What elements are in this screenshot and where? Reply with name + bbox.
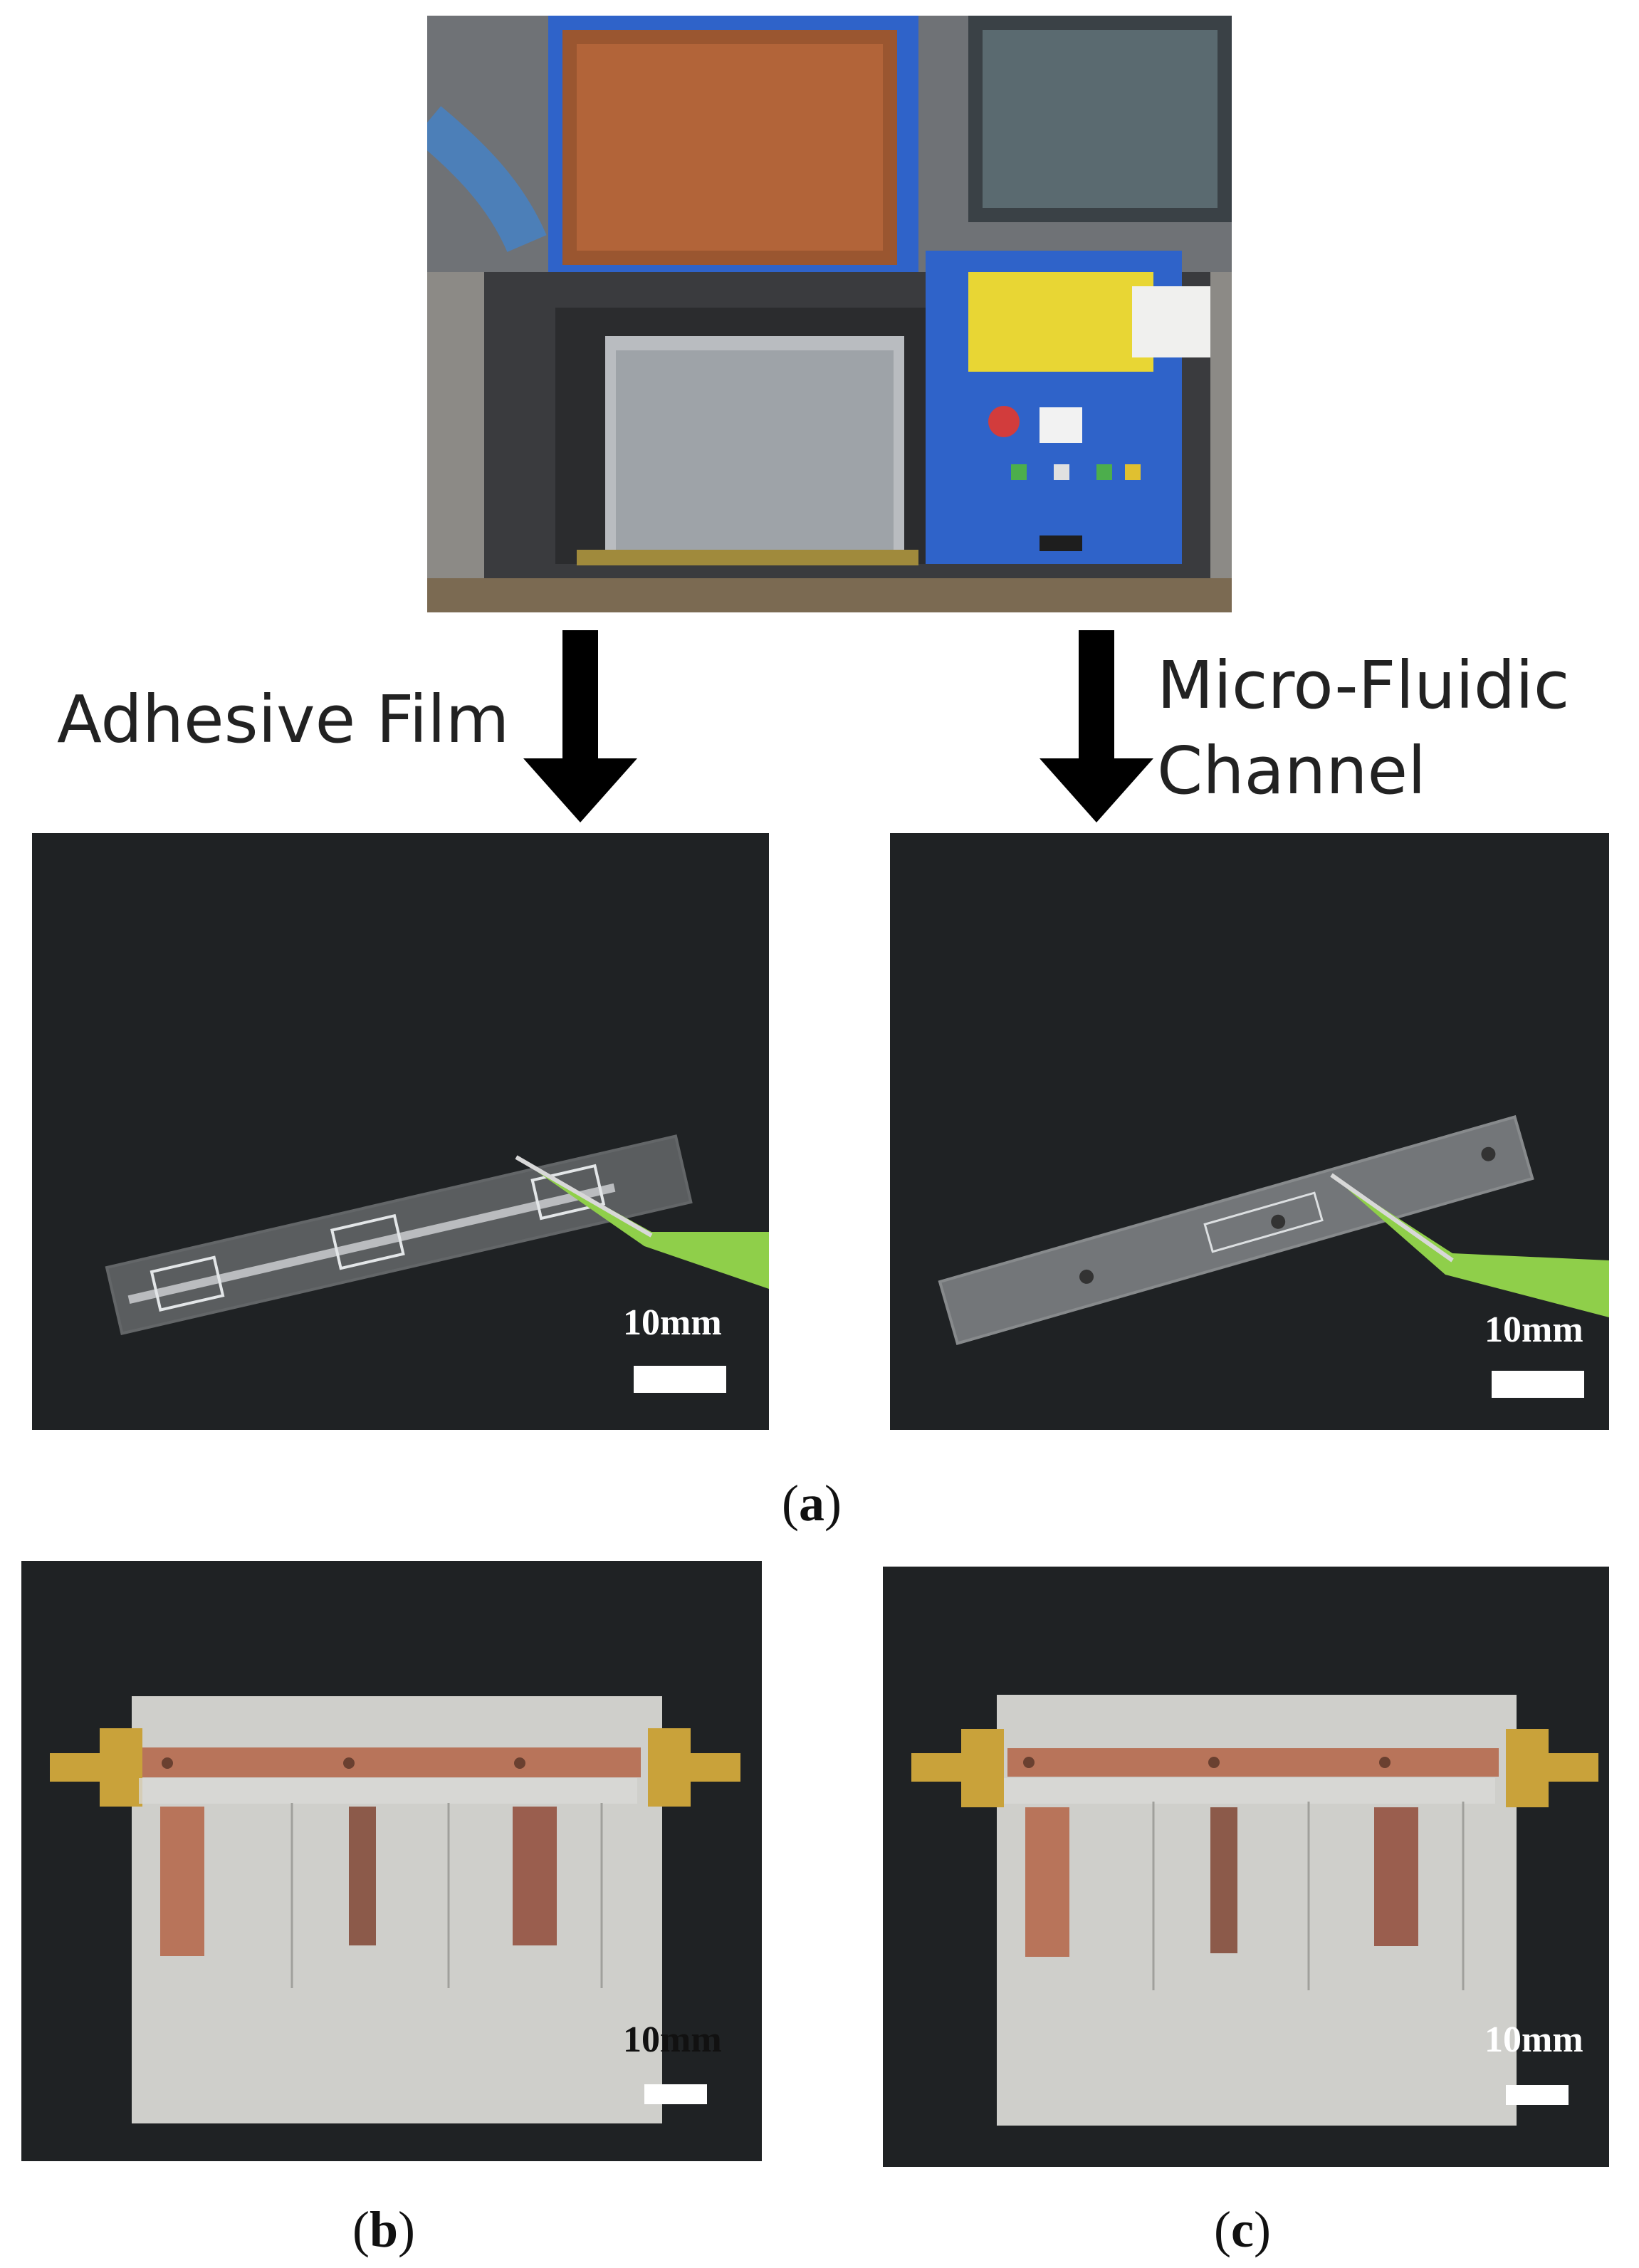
antenna-photo-c: 10mm bbox=[883, 1567, 1609, 2167]
scale-bar-c bbox=[1506, 2085, 1569, 2105]
caption-c-letter: c bbox=[1230, 2201, 1254, 2258]
caption-b-letter: b bbox=[369, 2201, 399, 2258]
laser-cutter-illustration bbox=[427, 16, 1232, 612]
caption-a-letter: a bbox=[798, 1475, 824, 1532]
adhesive-film-label: Adhesive Film bbox=[57, 681, 510, 758]
scale-bar-label-b: 10mm bbox=[623, 2019, 722, 2060]
caption-c: (c) bbox=[1214, 2201, 1271, 2258]
antenna-photo-b: 10mm bbox=[21, 1561, 762, 2161]
scale-bar-a-left bbox=[634, 1366, 726, 1393]
scale-bar-label-a-right: 10mm bbox=[1484, 1310, 1583, 1350]
antenna-illustration-c bbox=[911, 1695, 1598, 2126]
caption-b: (b) bbox=[352, 2201, 416, 2258]
scale-bar-b bbox=[644, 2084, 707, 2104]
caption-a: (a) bbox=[782, 1475, 842, 1532]
adhesive-film-illustration bbox=[105, 1134, 769, 1335]
scale-bar-label-c: 10mm bbox=[1484, 2019, 1583, 2060]
adhesive-film-photo: 10mm bbox=[32, 833, 769, 1430]
scale-bar-a-right bbox=[1492, 1371, 1584, 1398]
laser-cutter-photo bbox=[427, 16, 1232, 612]
channel-label: Channel bbox=[1157, 733, 1426, 809]
microfluidic-channel-photo: 10mm bbox=[890, 833, 1609, 1430]
scale-bar-label-a-left: 10mm bbox=[623, 1302, 722, 1343]
antenna-illustration-b bbox=[50, 1696, 740, 2123]
micro-fluidic-label: Micro-Fluidic bbox=[1157, 647, 1570, 723]
microfluidic-channel-illustration bbox=[938, 1114, 1609, 1345]
left-down-arrow bbox=[523, 630, 637, 822]
right-down-arrow bbox=[1040, 630, 1153, 822]
